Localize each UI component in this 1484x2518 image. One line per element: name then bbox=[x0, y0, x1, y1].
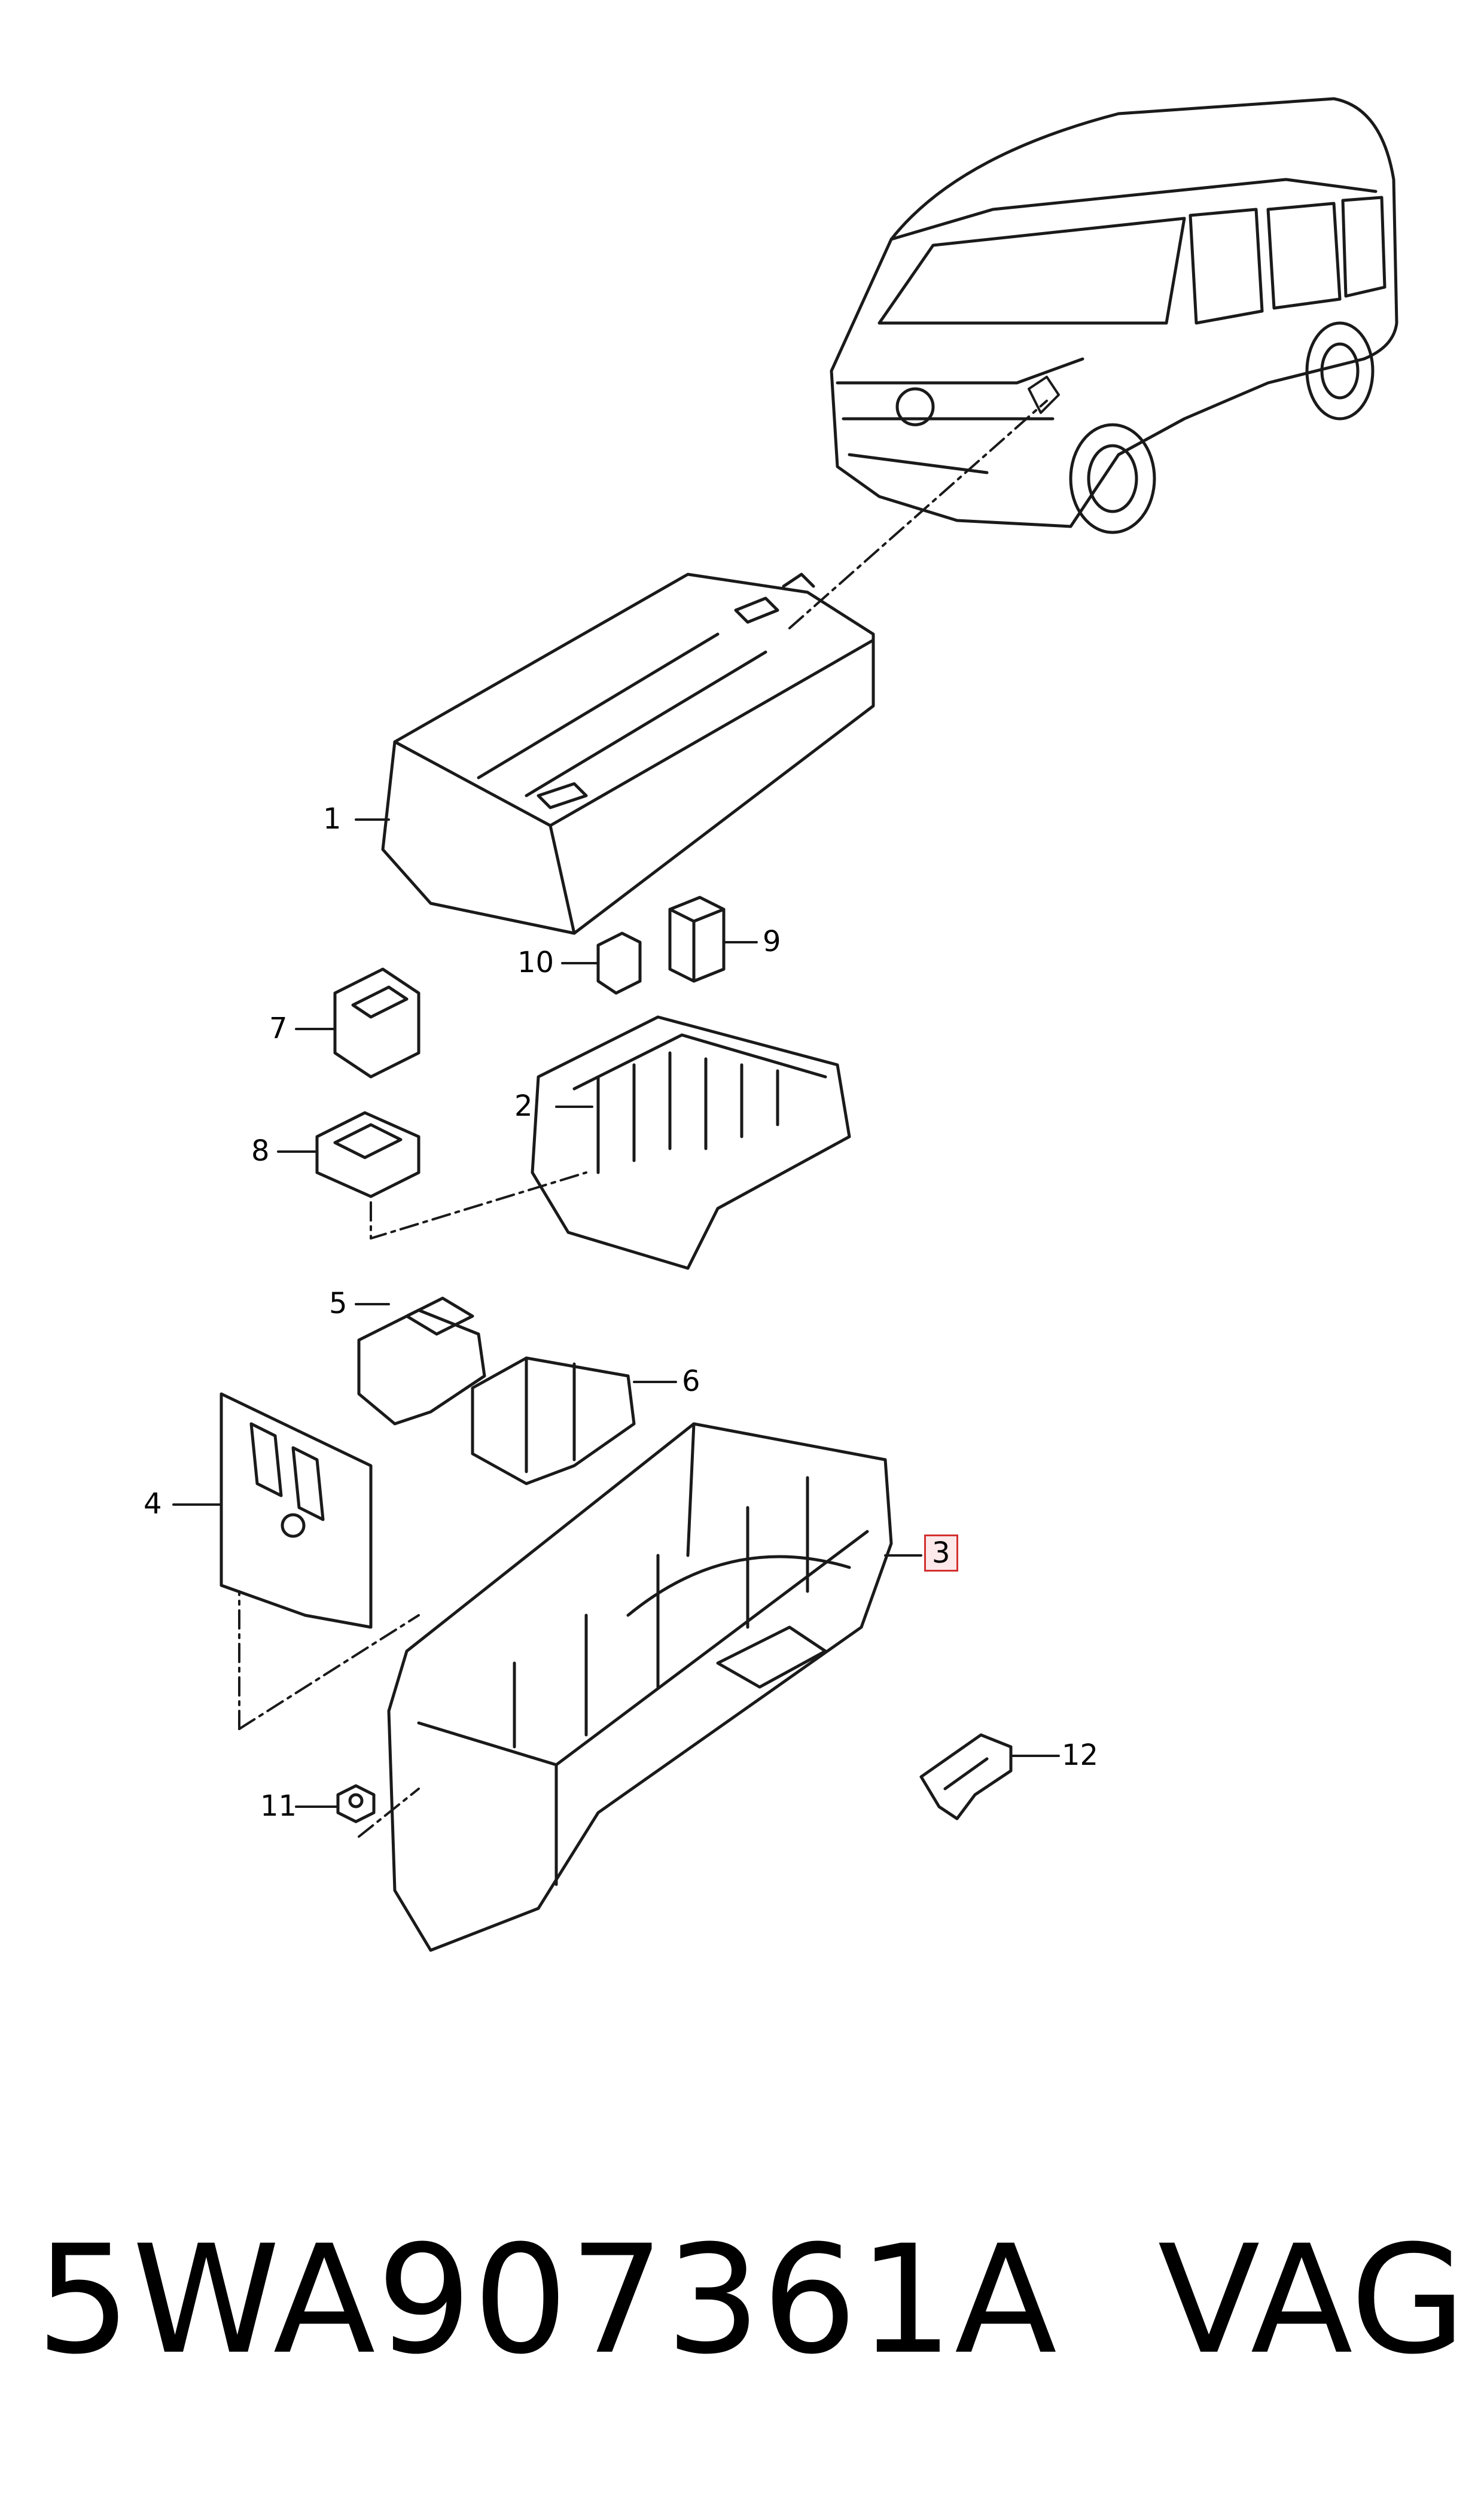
part-10-fuse bbox=[596, 931, 642, 995]
callout-4: 4 bbox=[144, 1487, 162, 1521]
part-9-relay bbox=[668, 896, 726, 983]
part-6-holder bbox=[471, 1356, 636, 1485]
callout-1: 1 bbox=[323, 802, 342, 836]
part-4-bracket bbox=[220, 1392, 420, 1730]
callout-11: 11 bbox=[260, 1789, 297, 1823]
callout-3: 3 bbox=[924, 1534, 958, 1572]
callout-7: 7 bbox=[269, 1012, 288, 1045]
part-3-housing bbox=[358, 1422, 893, 1952]
part-7-holder bbox=[333, 967, 420, 1079]
part-5-holder bbox=[357, 1296, 486, 1426]
callout-5: 5 bbox=[329, 1287, 348, 1320]
leader-lines bbox=[172, 818, 1060, 1808]
callout-9: 9 bbox=[763, 925, 781, 958]
part-8-holder bbox=[315, 1111, 587, 1240]
brand-name: VAG bbox=[1157, 2213, 1466, 2387]
van-illustration bbox=[788, 97, 1398, 629]
part-number: 5WA907361A bbox=[36, 2213, 1058, 2387]
callout-8: 8 bbox=[251, 1134, 270, 1168]
part-11-nut bbox=[336, 1784, 376, 1823]
callout-12: 12 bbox=[1062, 1738, 1099, 1772]
callout-6: 6 bbox=[682, 1365, 700, 1398]
part-2-carrier bbox=[531, 1015, 851, 1270]
part-1-cover bbox=[381, 573, 875, 935]
part-12-clip bbox=[919, 1733, 1013, 1820]
callout-10: 10 bbox=[517, 946, 554, 979]
callout-2: 2 bbox=[514, 1089, 533, 1123]
